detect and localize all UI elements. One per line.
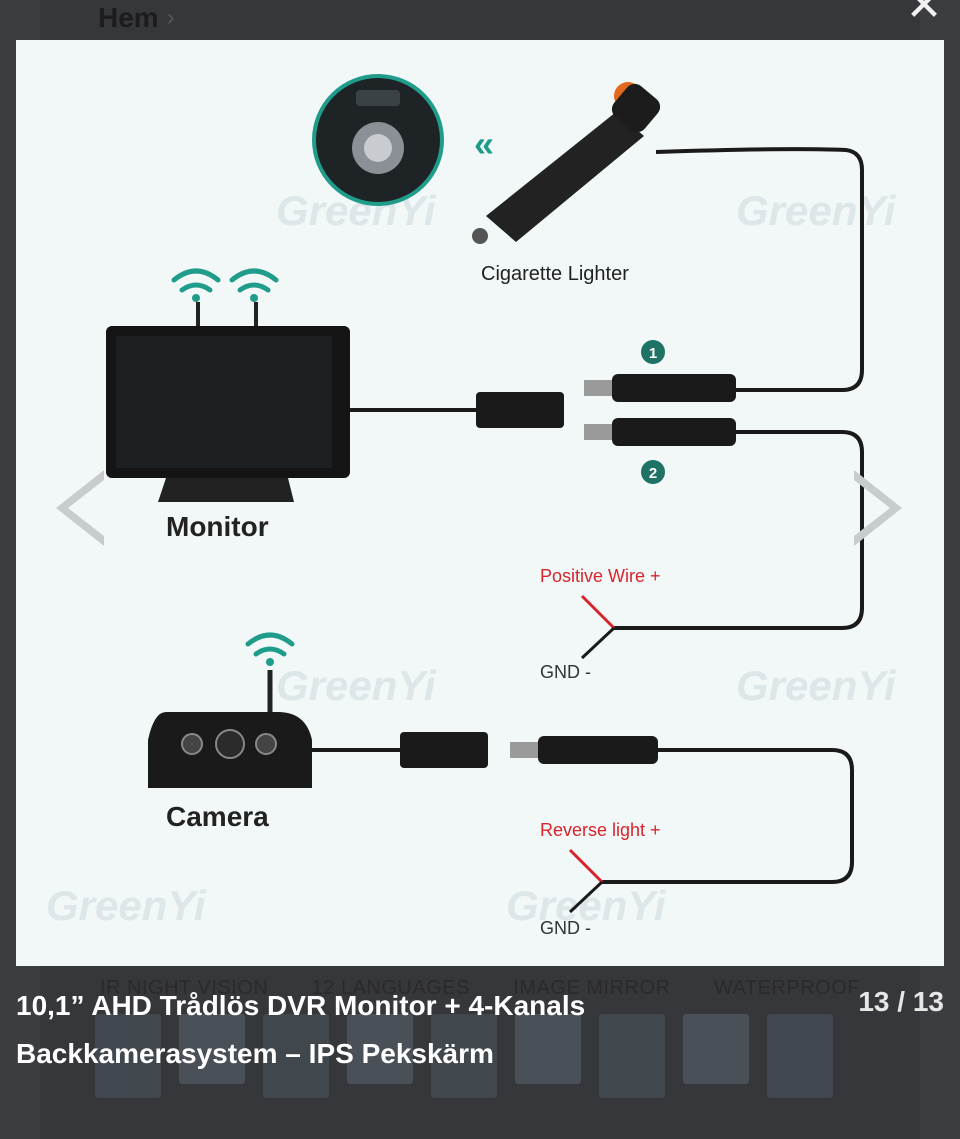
camera-male-connector-icon: [510, 736, 658, 764]
next-image-button[interactable]: [848, 466, 908, 550]
reverse-wire: [568, 848, 604, 884]
arrow-right-icon: [854, 470, 902, 546]
camera-female-connector-icon: [400, 732, 488, 768]
positive-wire-label: Positive Wire +: [540, 566, 661, 586]
background-feature-strip: IR NIGHT VISION 12 LANGUAGES IMAGE MIRRO…: [100, 968, 860, 1008]
gnd-wire: [580, 626, 616, 660]
wifi-icon: [171, 268, 221, 293]
connector-1-badge: [641, 340, 665, 364]
watermark-text: GreenYi: [276, 662, 437, 709]
thumbnail: [515, 1014, 581, 1084]
thumbnail: [95, 1014, 161, 1098]
gnd-wire-2: [568, 880, 604, 914]
monitor-label: Monitor: [166, 511, 269, 542]
double-chevron-left-icon: «: [474, 123, 494, 164]
caption-line-2: Backkamerasystem – IPS Pekskärm: [16, 1038, 494, 1069]
monitor-icon: [106, 326, 350, 502]
wiring-diagram: GreenYi GreenYi GreenYi GreenYi GreenYi …: [46, 74, 897, 938]
feature-label: IR NIGHT VISION: [100, 976, 269, 999]
gnd-label-2: GND -: [540, 918, 591, 938]
breadcrumb: Hem ›: [98, 2, 175, 34]
thumbnail: [683, 1014, 749, 1084]
feature-label: WATERPROOF: [713, 976, 860, 999]
thumbnail: [767, 1014, 833, 1098]
image-caption: 10,1” AHD Trådlös DVR Monitor + 4-Kanals…: [16, 982, 816, 1078]
reverse-light-label: Reverse light +: [540, 820, 661, 840]
breadcrumb-home[interactable]: Hem: [98, 2, 159, 33]
cigarette-lighter-label: Cigarette Lighter: [481, 263, 629, 285]
lighter-cable: [655, 147, 864, 392]
lightbox-image: GreenYi GreenYi GreenYi GreenYi GreenYi …: [16, 40, 944, 966]
image-counter: 13 / 13: [858, 986, 944, 1017]
thumbnail: [599, 1014, 665, 1098]
connector-2-badge: [641, 460, 665, 484]
watermark-text: GreenYi: [736, 662, 897, 709]
connector-1-number: 1: [649, 345, 657, 362]
socket-photo-icon: [312, 74, 444, 206]
camera-label: Camera: [166, 801, 269, 832]
watermark-text: GreenYi: [736, 187, 897, 234]
thumbnail: [431, 1014, 497, 1098]
female-connector-icon: [476, 392, 564, 428]
wifi-icon: [229, 268, 279, 293]
caption-line-1: 10,1” AHD Trådlös DVR Monitor + 4-Kanals: [16, 990, 586, 1021]
close-button[interactable]: ✕: [905, 0, 943, 30]
previous-image-button[interactable]: [50, 466, 110, 550]
background-thumbnails: [95, 1014, 875, 1104]
feature-label: 12 LANGUAGES: [311, 976, 470, 999]
watermark-text: GreenYi: [506, 882, 667, 929]
arrow-left-icon: [56, 470, 104, 546]
thumbnail: [179, 1014, 245, 1084]
camera-icon: [148, 712, 312, 788]
cigarette-plug-icon: [472, 82, 661, 244]
chevron-right-icon: ›: [166, 4, 175, 31]
wifi-icon: [245, 632, 295, 657]
male-connector-1-icon: [584, 374, 736, 402]
reverse-cable: [602, 748, 854, 884]
feature-label: IMAGE MIRROR: [513, 976, 671, 999]
positive-wire: [580, 594, 616, 630]
watermark-text: GreenYi: [46, 882, 207, 929]
thumbnail: [263, 1014, 329, 1098]
connector-2-number: 2: [649, 465, 657, 482]
male-connector-2-icon: [584, 418, 736, 446]
thumbnail: [347, 1014, 413, 1084]
gnd-label: GND -: [540, 662, 591, 682]
